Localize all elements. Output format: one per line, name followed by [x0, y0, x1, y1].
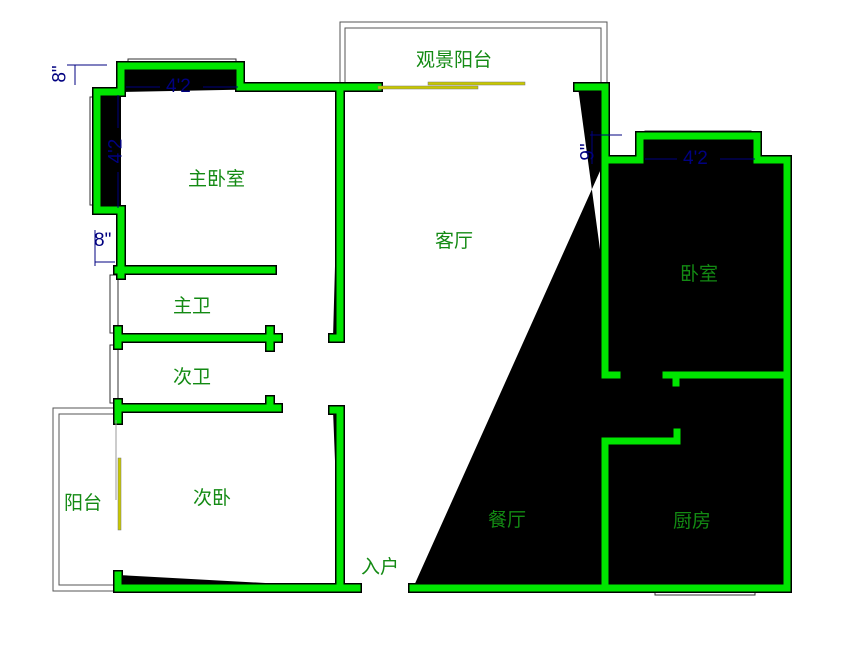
dimension-lines: [67, 64, 755, 266]
room-label-bedroom: 卧室: [680, 263, 719, 285]
balcony-outline: [52, 407, 118, 592]
room-label-second-bedroom: 次卧: [193, 487, 232, 509]
room-label-living-room: 客厅: [435, 230, 474, 252]
sliding-doors: [115, 81, 526, 531]
dimension-master-top-window: 4'2: [166, 76, 191, 97]
room-label-entrance: 入户: [361, 556, 400, 578]
dimension-master-side-offset: 8": [94, 230, 112, 251]
viewing-balcony-outline: [339, 21, 608, 87]
room-label-viewing-balcony: 观景阳台: [416, 49, 493, 71]
room-label-master-bedroom: 主卧室: [188, 168, 246, 190]
room-label-second-bath: 次卫: [173, 366, 212, 388]
dimension-master-side-window: 4'2: [105, 138, 127, 164]
room-label-dining-room: 餐厅: [488, 509, 527, 531]
dimension-bedroom-window: 4'2: [683, 148, 708, 169]
dimension-bedroom-offset: 9": [577, 143, 599, 161]
room-label-kitchen: 厨房: [673, 510, 712, 532]
dimension-master-top-offset: 8": [49, 65, 71, 83]
room-label-master-bath: 主卫: [173, 295, 212, 317]
walls: [92, 61, 792, 593]
room-label-balcony: 阳台: [64, 492, 103, 514]
